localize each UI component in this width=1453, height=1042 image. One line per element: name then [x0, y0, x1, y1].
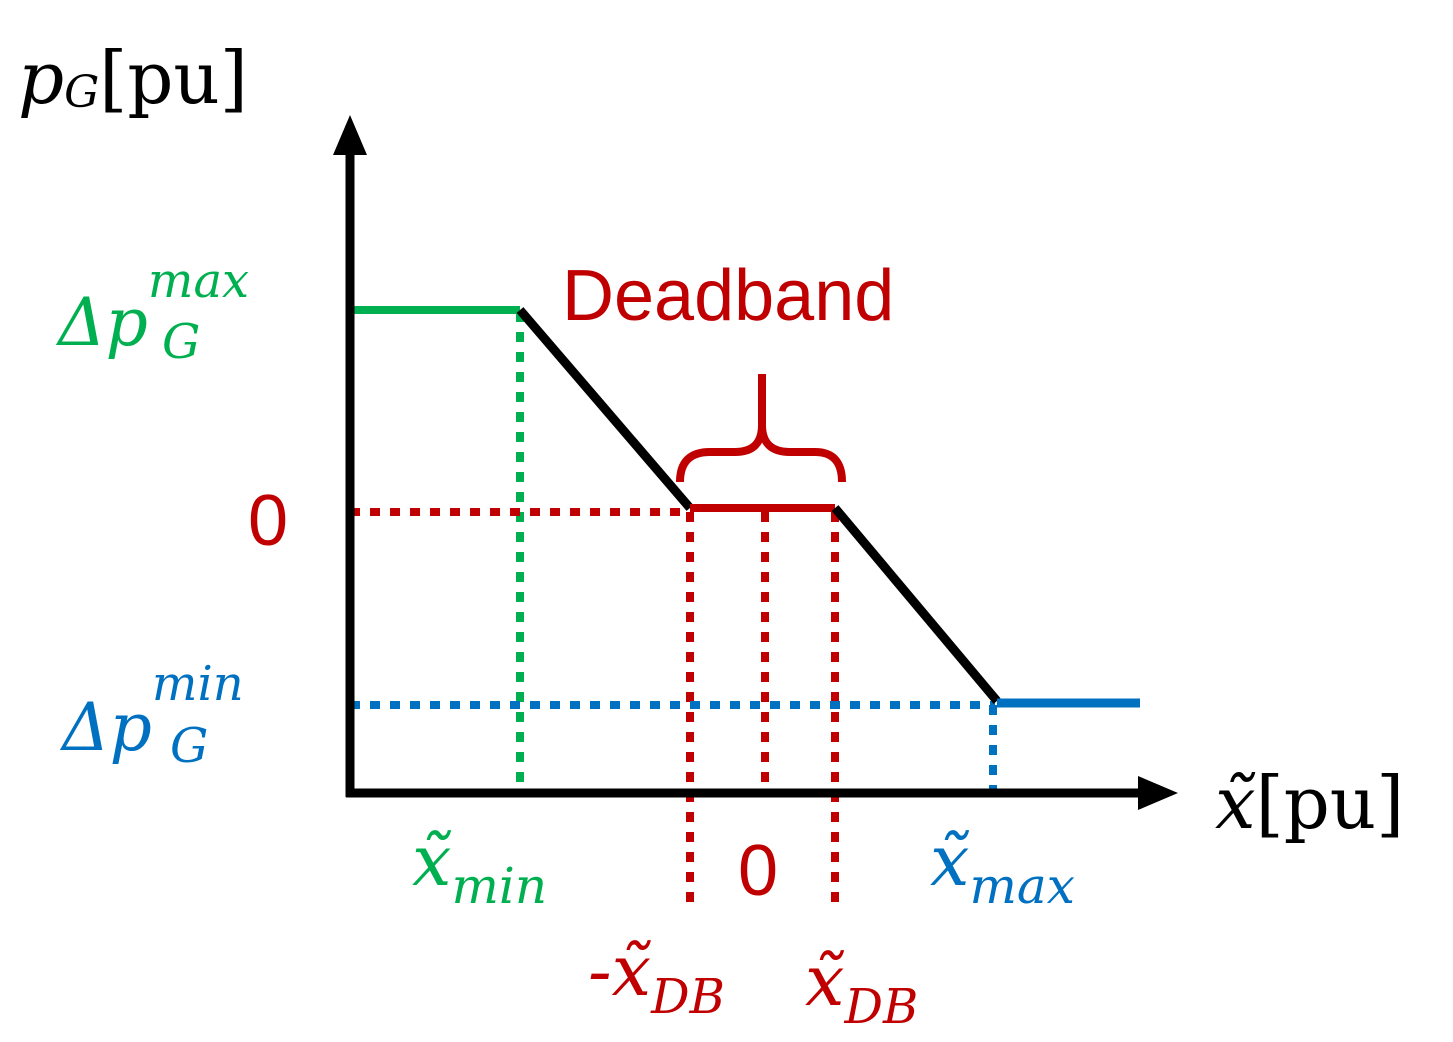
curve-lower-slope [831, 505, 1001, 704]
y-label-max-sub: G [162, 314, 200, 370]
x-axis-title: x̃[pu] [1215, 761, 1404, 845]
curve-upper-slope [516, 307, 694, 511]
x-label-zero: 0 [738, 831, 778, 911]
y-label-min: Δpmin [59, 656, 244, 766]
y-axis-arrow [333, 115, 367, 155]
y-label-max: Δpmax [55, 253, 249, 361]
x-label-xmin: x̃min [412, 820, 547, 915]
y-label-min-sub: G [170, 718, 208, 774]
y-axis-title: pG[pu] [18, 36, 248, 120]
deadband-label: Deadband [562, 256, 894, 336]
x-label-xmax: x̃max [930, 820, 1075, 915]
x-label-neg-db: -x̃DB [588, 930, 725, 1025]
x-axis-arrow [1138, 776, 1178, 810]
deadband-brace [676, 374, 846, 483]
x-label-pos-db: x̃DB [805, 940, 918, 1035]
y-label-zero: 0 [248, 481, 288, 561]
